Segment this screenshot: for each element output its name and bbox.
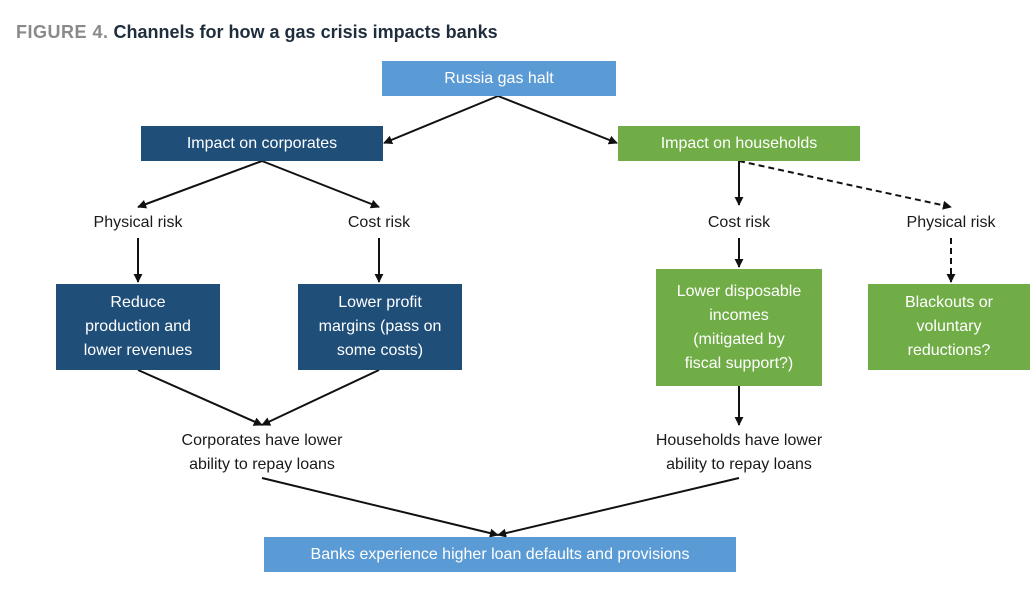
arrow-corp-repay-to-banks <box>261 477 499 538</box>
label-hh-physical-risk: Physical risk <box>906 214 996 231</box>
label-corp-cost-risk: Cost risk <box>347 214 411 231</box>
arrow-corporates-to-physical-risk <box>137 160 263 209</box>
arrow-households-to-physical-risk <box>738 160 952 210</box>
node-impact-on-corporates: Impact on corporates <box>141 126 383 161</box>
figure-title: FIGURE 4. Channels for how a gas crisis … <box>16 22 498 43</box>
node-impact-on-households: Impact on households <box>618 126 860 161</box>
node-lower-disposable-incomes: Lower disposable incomes (mitigated by f… <box>656 269 822 386</box>
arrow-corporates-to-cost-risk <box>261 160 380 209</box>
figure-heading: Channels for how a gas crisis impacts ba… <box>113 22 498 42</box>
label-corporates-repay: Corporates have lower ability to repay l… <box>181 432 343 473</box>
arrow-root-to-corporates <box>383 95 499 145</box>
node-reduce-production: Reduce production and lower revenues <box>56 284 220 370</box>
node-russia-gas-halt: Russia gas halt <box>382 61 616 96</box>
arrow-hh-repay-to-banks <box>497 477 740 538</box>
arrow-reduce-production-to-corp-repay <box>137 369 263 426</box>
label-households-repay: Households have lower ability to repay l… <box>655 432 823 473</box>
node-banks-loan-defaults: Banks experience higher loan defaults an… <box>264 537 736 572</box>
figure-label: FIGURE 4. <box>16 22 109 42</box>
node-lower-profit-margins: Lower profit margins (pass on some costs… <box>298 284 462 370</box>
node-blackouts: Blackouts or voluntary reductions? <box>868 284 1030 370</box>
label-corp-physical-risk: Physical risk <box>93 214 183 231</box>
label-hh-cost-risk: Cost risk <box>707 214 771 231</box>
arrow-root-to-households <box>497 95 618 145</box>
arrow-lower-margins-to-corp-repay <box>261 369 380 426</box>
